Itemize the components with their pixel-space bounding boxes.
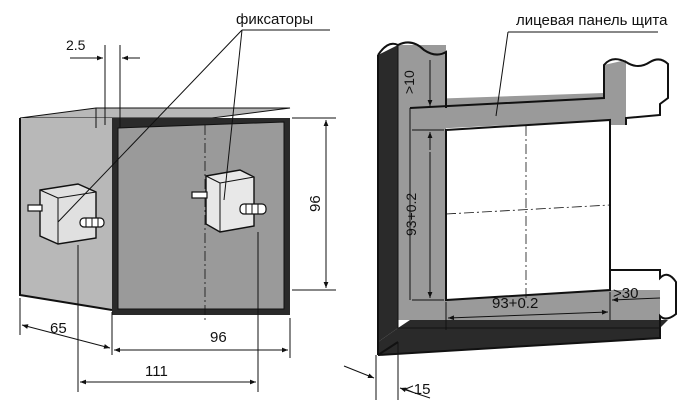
dim-front-width-label: 96 — [210, 329, 227, 346]
front-panel-leader — [495, 31, 658, 117]
latch-right — [191, 169, 267, 233]
callout-latches: фиксаторы — [236, 11, 313, 28]
dim-cutout-width-label: 93+0.2 — [492, 295, 538, 312]
dim-side-margin-label: >30 — [613, 285, 638, 302]
dim-cutout-height-label: 93+0.2 — [403, 193, 419, 236]
callout-front-panel: лицевая панель щита — [516, 12, 668, 29]
dim-front-height — [292, 117, 336, 291]
device-body — [19, 107, 291, 320]
panel-cutout — [445, 118, 611, 302]
device-top-face — [20, 108, 290, 118]
latches-leader — [57, 29, 330, 223]
dim-depth-label: 65 — [50, 320, 67, 337]
dim-front-height-label: 96 — [307, 195, 324, 212]
latch-left — [27, 183, 105, 245]
dim-cutout-width — [445, 292, 611, 330]
dim-pitch-label: 2.5 — [66, 37, 86, 53]
dim-panel-thickness — [343, 342, 431, 400]
dim-total-depth — [77, 232, 259, 392]
dim-cutout-height — [412, 129, 444, 301]
dim-total-depth-label: 111 — [145, 363, 168, 380]
panel-frame — [377, 41, 677, 356]
dim-front-width — [114, 318, 291, 358]
device-front-face — [118, 122, 284, 309]
dim-panel-thickness-label: <15 — [405, 381, 430, 398]
dim-side-margin — [611, 297, 661, 303]
dim-top-margin-label: >10 — [401, 70, 417, 94]
dim-pitch — [70, 45, 140, 128]
dim-depth — [19, 298, 113, 355]
